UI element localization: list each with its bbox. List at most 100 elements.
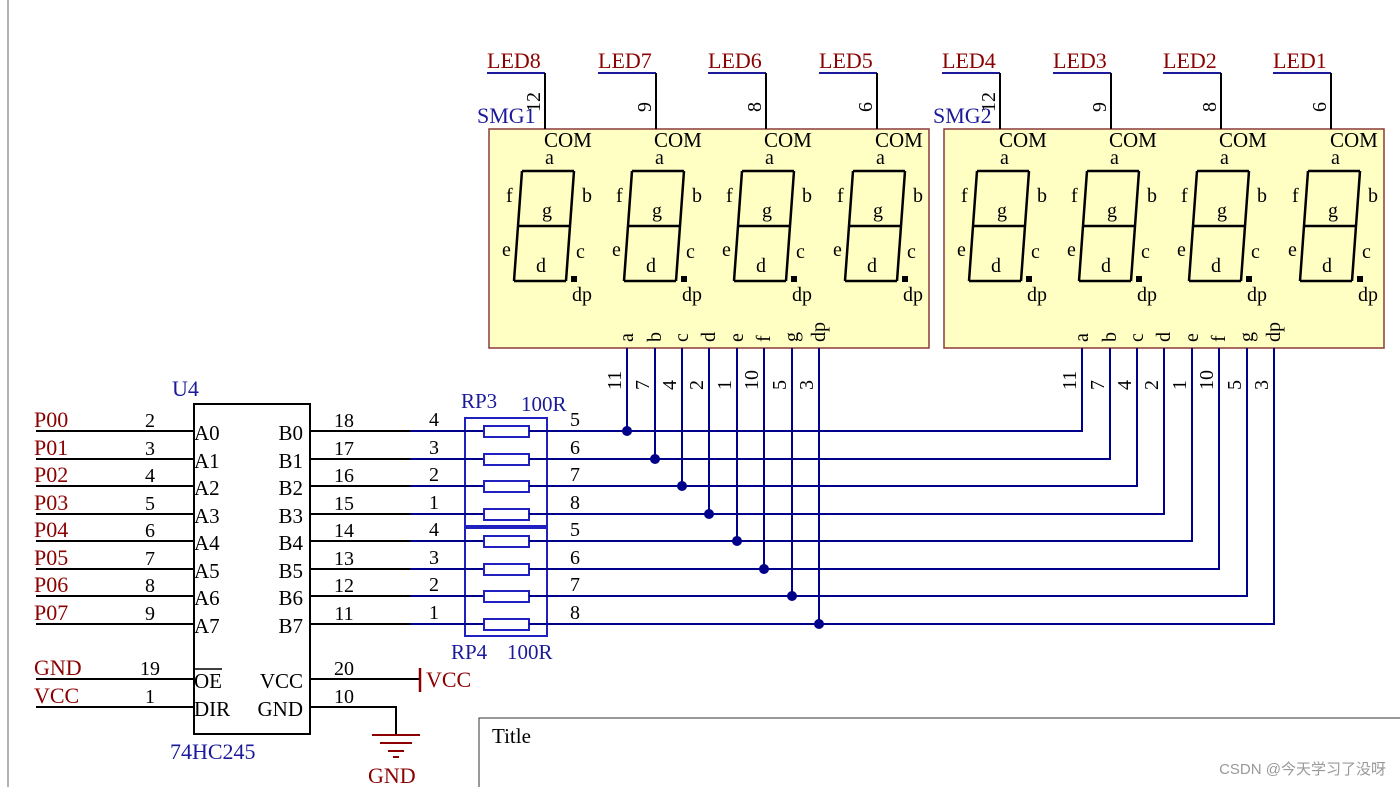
rp4-right-pin-6: 6 xyxy=(570,547,580,569)
ic-pin-number-9: 9 xyxy=(145,603,155,625)
com-pin-number-6: 8 xyxy=(1199,102,1221,112)
a-label: a xyxy=(876,147,885,169)
ic-pin-number-12: 12 xyxy=(334,575,354,597)
segment-c xyxy=(895,225,903,282)
designator-smg2: SMG2 xyxy=(933,103,992,128)
led-net-label-led5: LED5 xyxy=(819,48,873,73)
ic-pin-name-b3: B3 xyxy=(278,504,303,528)
e-label: e xyxy=(612,239,621,261)
rp4-value: 100R xyxy=(507,640,553,664)
ic-pin-number-10: 10 xyxy=(334,686,354,708)
ic-pin-name-b1: B1 xyxy=(278,449,303,473)
segment-b xyxy=(568,170,576,227)
segment-e xyxy=(732,225,740,282)
junction-dot-c xyxy=(677,481,687,491)
g-label: g xyxy=(1107,200,1117,222)
d-label: d xyxy=(536,255,546,277)
segment-e xyxy=(622,225,630,282)
display-1-pin-name-c: c xyxy=(671,333,693,342)
ic-pin-number-8: 8 xyxy=(145,575,155,597)
segment-e xyxy=(512,225,520,282)
display-1-pin-number-f: 10 xyxy=(741,370,763,390)
com-label: COM xyxy=(1109,128,1157,152)
ic-pin-name-a7: A7 xyxy=(194,614,220,638)
bus-wire-c xyxy=(529,348,1138,487)
led-net-label-led8: LED8 xyxy=(487,48,541,73)
ic-pin-name-b0: B0 xyxy=(278,421,303,445)
f-label: f xyxy=(837,185,844,207)
display-1-pin-name-e: e xyxy=(726,333,748,342)
d-label: d xyxy=(867,255,877,277)
f-label: f xyxy=(1181,185,1188,207)
watermark: CSDN @今天学习了没呀 xyxy=(1219,761,1386,778)
a-label: a xyxy=(1220,147,1229,169)
ic-pin-name-a1: A1 xyxy=(194,449,220,473)
rp4-resistor-3 xyxy=(483,618,530,631)
ic-pin-name-b5: B5 xyxy=(278,559,303,583)
dp-label: dp xyxy=(572,284,592,306)
display-2-pin-name-e: e xyxy=(1181,333,1203,342)
e-label: e xyxy=(957,239,966,261)
segment-c xyxy=(1350,225,1358,282)
net-label-p06: P06 xyxy=(34,572,68,597)
rp3-designator: RP3 xyxy=(461,389,497,413)
led-net-label-led6: LED6 xyxy=(708,48,762,73)
ic-pin-number-13: 13 xyxy=(334,548,354,570)
segment-f xyxy=(847,170,855,227)
display-2-pin-name-dp: dp xyxy=(1263,322,1285,342)
g-label: g xyxy=(542,200,552,222)
segment-f xyxy=(1302,170,1310,227)
com-pin-number-3: 6 xyxy=(855,102,877,112)
rp4-right-pin-7: 7 xyxy=(570,574,580,596)
display-body-smg1 xyxy=(488,128,930,349)
b-label: b xyxy=(913,185,923,207)
display-2-pin-name-c: c xyxy=(1126,333,1148,342)
ic-pin-name-b4: B4 xyxy=(278,531,303,555)
com-pin-number-5: 9 xyxy=(1089,102,1111,112)
rp3-left-pin-1: 1 xyxy=(429,492,439,514)
c-label: c xyxy=(576,241,585,263)
bus-wire-b xyxy=(529,348,1111,460)
ic-pin-name-a5: A5 xyxy=(194,559,220,583)
segment-b xyxy=(1243,170,1251,227)
segment-dp xyxy=(681,276,687,282)
ic-pin-name-a2: A2 xyxy=(194,476,220,500)
a-label: a xyxy=(545,147,554,169)
display-2-pin-number-f: 10 xyxy=(1196,370,1218,390)
display-1-pin-name-g: g xyxy=(781,332,803,342)
rp3-resistor-2 xyxy=(483,480,530,493)
rp4-right-pin-5: 5 xyxy=(570,519,580,541)
segment-dp xyxy=(791,276,797,282)
dp-label: dp xyxy=(1247,284,1267,306)
ic-pin-number-4: 4 xyxy=(145,465,155,487)
segment-c xyxy=(1129,225,1137,282)
rp3-right-pin-6: 6 xyxy=(570,437,580,459)
title-label: Title xyxy=(492,724,531,748)
c-label: c xyxy=(1362,241,1371,263)
com-pin-number-2: 8 xyxy=(744,102,766,112)
rp4-resistor-1 xyxy=(483,563,530,576)
rp3-right-pin-8: 8 xyxy=(570,492,580,514)
segment-f xyxy=(971,170,979,227)
ic-designator: U4 xyxy=(172,376,199,401)
display-2-pin-name-g: g xyxy=(1236,332,1258,342)
g-label: g xyxy=(873,200,883,222)
rp3-body xyxy=(464,417,548,527)
ic-pin-name-b6: B6 xyxy=(278,586,303,610)
g-label: g xyxy=(1328,200,1338,222)
gnd-wire xyxy=(310,706,397,735)
rp4-left-pin-2: 2 xyxy=(429,574,439,596)
dp-label: dp xyxy=(792,284,812,306)
display-1-pin-name-dp: dp xyxy=(808,322,830,342)
dp-label: dp xyxy=(1027,284,1047,306)
segment-dp xyxy=(571,276,577,282)
segment-b xyxy=(899,170,907,227)
com-label: COM xyxy=(999,128,1047,152)
ic-pin-name-a4: A4 xyxy=(194,531,220,555)
